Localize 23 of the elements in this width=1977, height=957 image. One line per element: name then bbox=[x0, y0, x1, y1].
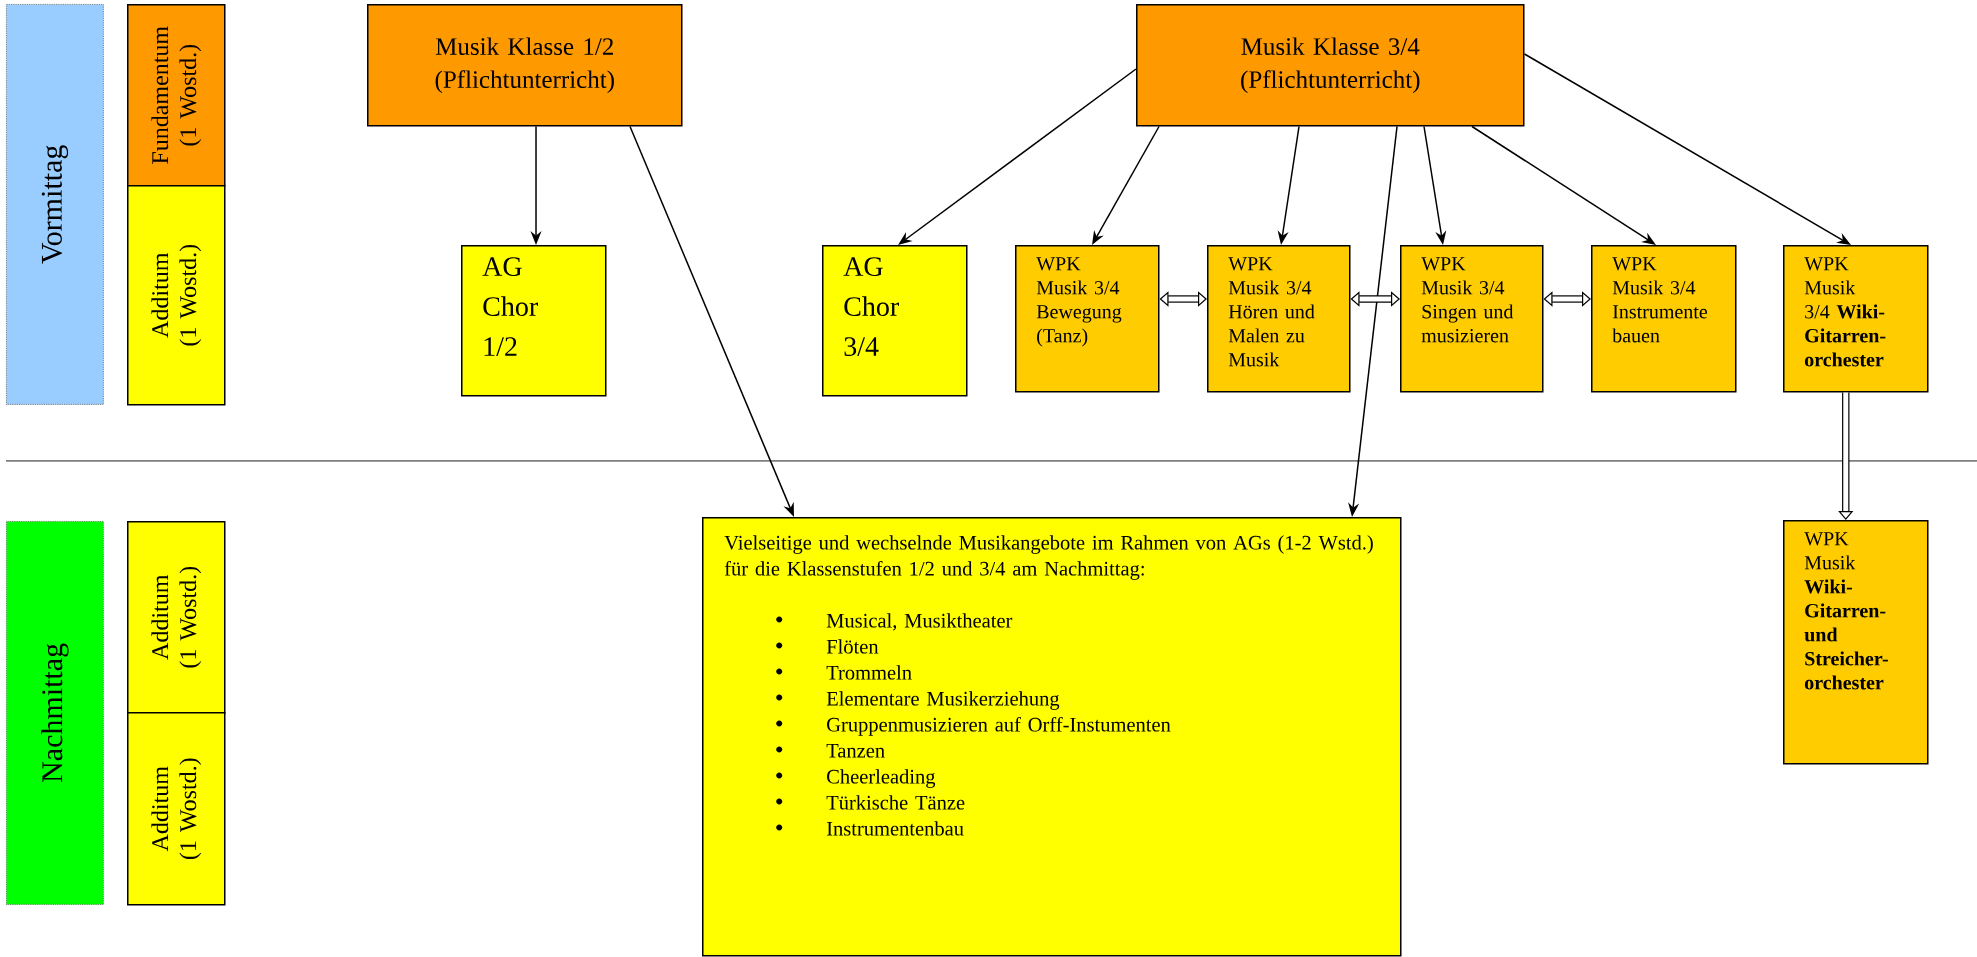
arrow bbox=[1471, 125, 1656, 245]
double-arrow bbox=[1543, 291, 1591, 307]
offer-box: Vielseitige und wechselnde Musikangebote im Rahmen von AGs (1-2 Wstd.) für die Klassenstufen 1/2 und 3/4 am Nachmittag: Musical, Musiktheater Flöten Trommeln Elementare Musikerziehung Gruppenmusizieren auf Orff-Instumenten Tanzen Cheerleading Türkische Tänze Instrumentenbau bbox=[702, 517, 1402, 957]
double-arrow bbox=[1838, 392, 1854, 520]
double-arrow bbox=[1350, 291, 1400, 307]
course-box: Musik Klasse 1/2 (Pflichtunterricht) bbox=[367, 4, 683, 127]
ag-box: AG Chor 3/4 bbox=[822, 245, 968, 397]
ag-box: AG Chor 1/2 bbox=[461, 245, 607, 397]
period-cell: Additum (1 Wostd.) bbox=[127, 521, 226, 714]
wpk-box: WPK Musik 3/4 Instrumente bauen bbox=[1591, 245, 1737, 393]
time-of-day-band: Nachmittag bbox=[6, 521, 104, 905]
period-cell: Additum (1 Wostd.) bbox=[127, 712, 226, 906]
wpk-box: WPK Musik 3/4 Hören und Malen zu Musik bbox=[1207, 245, 1351, 393]
wpk-box: WPK Musik 3/4 Singen und musizieren bbox=[1400, 245, 1544, 393]
double-arrow bbox=[1159, 291, 1207, 307]
wpk-box: WPK Musik Wiki-Gitarren- und Streicher-orchester bbox=[1783, 520, 1929, 765]
wpk-box: WPK Musik 3/4 Wiki-Gitarren-orchester bbox=[1783, 245, 1929, 393]
period-cell: Fundamentum (1 Wostd.) bbox=[127, 4, 226, 187]
wpk-box: WPK Musik 3/4 Bewegung (Tanz) bbox=[1015, 245, 1160, 393]
period-cell: Additum (1 Wostd.) bbox=[127, 185, 226, 406]
course-box: Musik Klasse 3/4 (Pflichtunterricht) bbox=[1136, 4, 1525, 127]
arrow bbox=[898, 68, 1137, 245]
time-of-day-band: Vormittag bbox=[6, 4, 104, 405]
